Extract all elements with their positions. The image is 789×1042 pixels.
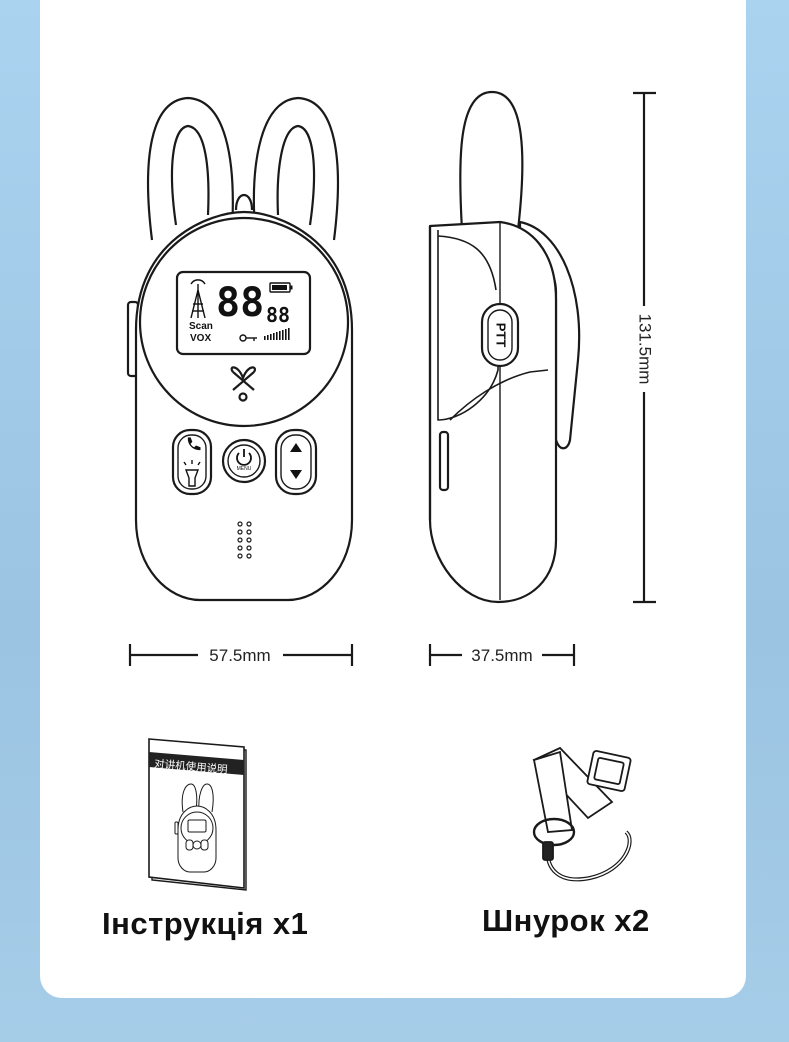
front-width-label: 57.5mm — [209, 646, 270, 665]
up-arrow-icon — [290, 443, 302, 452]
lcd-digits-small: 88 — [266, 303, 290, 327]
power-menu-button[interactable] — [221, 438, 267, 484]
lcd-digits-large: 88 — [216, 280, 264, 326]
left-ear — [147, 96, 234, 241]
key-icon — [239, 334, 257, 342]
menu-label: MENU — [237, 466, 252, 472]
ptt-label: PTT — [494, 323, 509, 348]
lcd-vox-label: VOX — [190, 333, 211, 344]
right-ear — [252, 96, 339, 241]
side-body — [428, 220, 558, 604]
side-ear — [459, 90, 524, 232]
speaker-grille — [237, 521, 252, 559]
lcd-scan-label: Scan — [189, 321, 213, 332]
front-view-walkie-talkie — [126, 96, 354, 602]
lanyard-caption: Шнурок x2 — [482, 903, 650, 938]
up-down-button[interactable] — [274, 428, 318, 496]
lcd-content: 88 88 Scan VOX — [189, 279, 293, 344]
manual-caption: Інструкція x1 — [102, 906, 309, 941]
power-icon — [236, 449, 252, 466]
antenna-icon — [190, 279, 206, 319]
dimension-lines — [128, 91, 656, 666]
manual-cover-title: 对讲机使用说明 — [154, 757, 228, 776]
height-label: 131.5mm — [636, 314, 655, 385]
side-width-label: 37.5mm — [471, 646, 532, 665]
phone-icon — [187, 437, 201, 451]
manual-booklet: 对讲机使用说明 — [148, 738, 247, 891]
signal-bars-icon — [264, 328, 290, 340]
down-arrow-icon — [290, 470, 302, 479]
brand-logo-icon — [230, 366, 256, 402]
flashlight-icon — [183, 460, 201, 487]
side-small-button — [438, 430, 450, 492]
battery-icon — [269, 282, 293, 293]
side-view-walkie-talkie — [428, 90, 581, 604]
ptt-button[interactable]: PTT — [480, 302, 520, 368]
lanyard-strap — [532, 746, 632, 882]
